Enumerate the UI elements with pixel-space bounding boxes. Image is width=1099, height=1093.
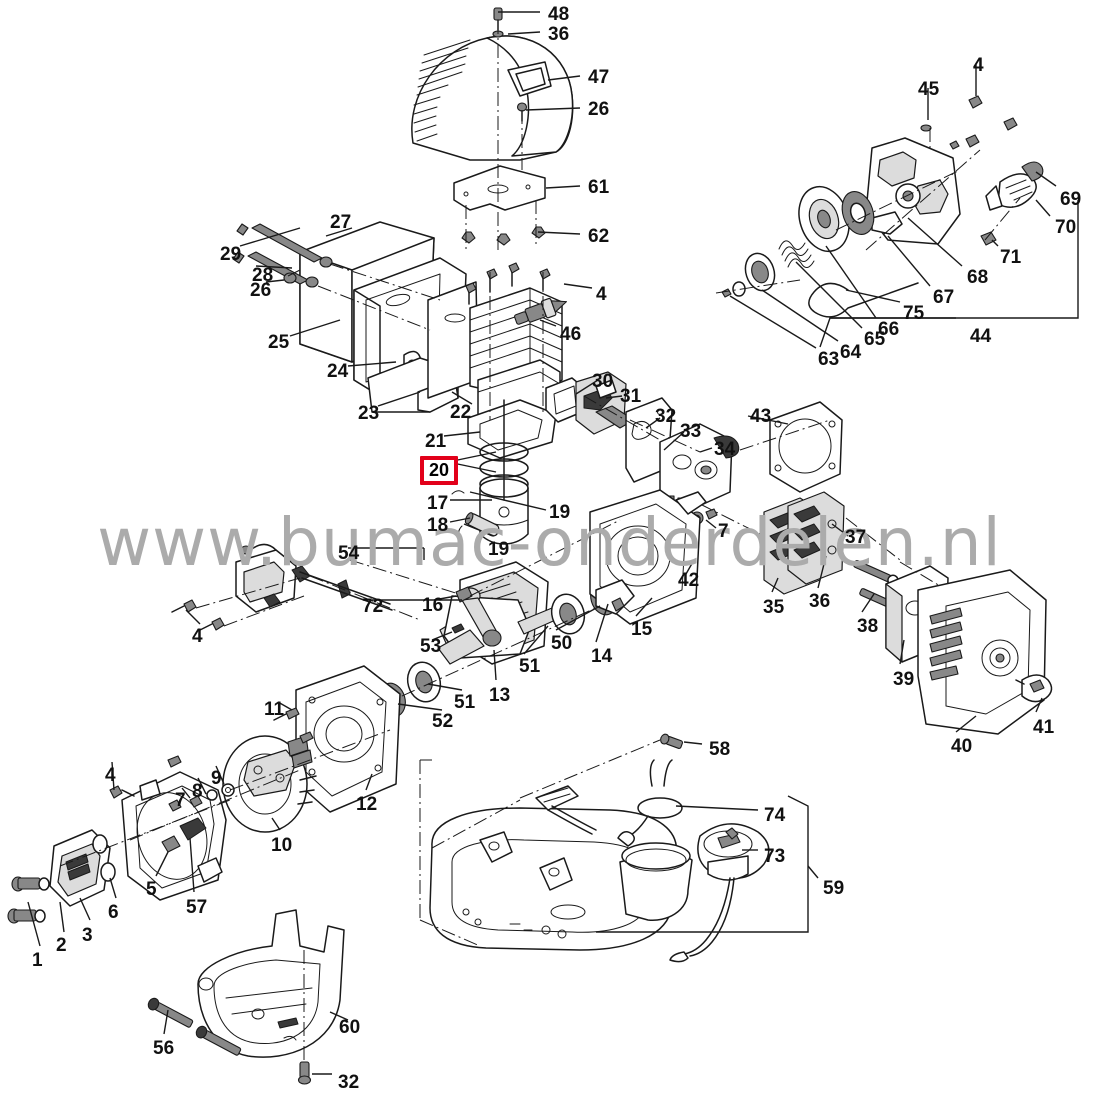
callout-19: 19: [549, 502, 571, 523]
callout-14: 14: [591, 646, 613, 667]
callout-18: 18: [427, 515, 449, 536]
callout-57: 57: [186, 897, 208, 918]
callout-12: 12: [356, 794, 378, 815]
callout-32: 32: [338, 1072, 360, 1093]
flywheel-clutch-assembly: [7, 665, 401, 924]
callout-16: 16: [422, 595, 444, 616]
callout-27: 27: [330, 212, 352, 233]
callout-52: 52: [432, 711, 454, 732]
callout-4: 4: [192, 626, 203, 647]
callout-51: 51: [454, 692, 476, 713]
callout-36: 36: [809, 591, 831, 612]
callout-64: 64: [840, 342, 862, 363]
engine-cover-assembly: [411, 7, 574, 250]
callout-11: 11: [264, 699, 285, 720]
callout-20-highlighted[interactable]: 20: [420, 456, 459, 485]
callout-48: 48: [548, 4, 570, 25]
muffler-assembly: [232, 221, 479, 413]
callout-25: 25: [268, 332, 290, 353]
callout-44: 44: [970, 326, 992, 347]
callout-15: 15: [631, 619, 653, 640]
guard-assembly: [147, 909, 345, 1085]
callout-47: 47: [588, 67, 610, 88]
callout-54: 54: [338, 543, 360, 564]
callout-58: 58: [709, 739, 731, 760]
callout-66: 66: [878, 319, 900, 340]
callout-59: 59: [823, 878, 845, 899]
callout-70: 70: [1055, 217, 1077, 238]
callout-32: 32: [655, 406, 677, 427]
callout-43: 43: [750, 406, 772, 427]
callout-4: 4: [105, 765, 116, 786]
callout-67: 67: [933, 287, 955, 308]
callout-63: 63: [818, 349, 840, 370]
callout-8: 8: [192, 781, 203, 802]
callout-4: 4: [973, 55, 984, 76]
callout-6: 6: [108, 902, 119, 923]
callout-36: 36: [548, 24, 570, 45]
callout-31: 31: [620, 386, 642, 407]
callout-53: 53: [420, 636, 442, 657]
recoil-starter-assembly: [715, 95, 1079, 348]
callout-75: 75: [903, 303, 925, 324]
callout-50: 50: [551, 633, 573, 654]
callout-23: 23: [358, 403, 380, 424]
callout-39: 39: [893, 669, 915, 690]
callout-30: 30: [592, 371, 614, 392]
callout-45: 45: [918, 79, 940, 100]
callout-5: 5: [146, 879, 157, 900]
callout-19: 19: [488, 539, 510, 560]
callout-68: 68: [967, 267, 989, 288]
callout-74: 74: [764, 805, 786, 826]
callout-60: 60: [339, 1017, 361, 1038]
callout-22: 22: [450, 402, 472, 423]
callout-26: 26: [588, 99, 610, 120]
callout-1: 1: [32, 950, 43, 971]
callout-56: 56: [153, 1038, 175, 1059]
crankshaft-assembly: [378, 489, 707, 718]
callout-40: 40: [951, 736, 973, 757]
callout-7: 7: [175, 790, 186, 811]
callout-9: 9: [211, 768, 222, 789]
callout-61: 61: [588, 177, 610, 198]
callout-17: 17: [427, 493, 449, 514]
callout-35: 35: [763, 597, 785, 618]
callout-41: 41: [1033, 717, 1055, 738]
carburetor-assembly: [545, 371, 843, 535]
callout-51: 51: [519, 656, 541, 677]
callout-2: 2: [56, 935, 67, 956]
callout-42: 42: [678, 570, 700, 591]
air-filter-assembly: [763, 491, 1053, 735]
callout-28: 28: [252, 265, 274, 286]
callout-33: 33: [680, 421, 702, 442]
fuel-tank-assembly: [419, 733, 819, 963]
callout-4: 4: [596, 284, 607, 305]
callout-7: 7: [718, 521, 729, 542]
callout-26: 26: [250, 280, 272, 301]
callout-73: 73: [764, 846, 786, 867]
callout-72: 72: [362, 596, 384, 617]
callout-24: 24: [327, 361, 349, 382]
callout-38: 38: [857, 616, 879, 637]
callout-37: 37: [845, 527, 867, 548]
callout-34: 34: [714, 439, 736, 460]
callout-69: 69: [1060, 189, 1082, 210]
callout-10: 10: [271, 835, 293, 856]
callout-65: 65: [864, 329, 886, 350]
callout-62: 62: [588, 226, 610, 247]
callout-71: 71: [1000, 247, 1022, 268]
callout-21: 21: [425, 431, 447, 452]
callout-13: 13: [489, 685, 511, 706]
callout-3: 3: [82, 925, 93, 946]
callout-46: 46: [560, 324, 582, 345]
cylinder-piston-assembly: [451, 262, 568, 545]
callout-29: 29: [220, 244, 242, 265]
